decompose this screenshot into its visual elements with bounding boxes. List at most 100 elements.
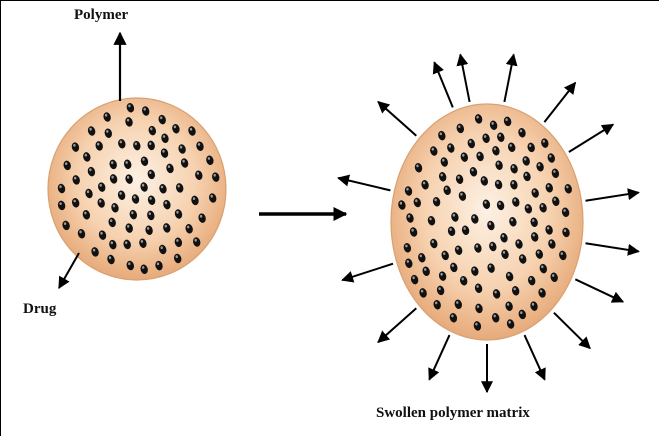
release-arrow-icon — [434, 62, 453, 107]
drug-dot-highlight — [195, 239, 197, 242]
drug-dot-highlight — [180, 146, 182, 149]
drug-dot-highlight — [475, 323, 477, 326]
drug-dot-highlight — [497, 162, 499, 165]
drug-dot-highlight — [524, 158, 526, 161]
drug-dot-highlight — [489, 265, 491, 268]
drug-dot-highlight — [93, 249, 95, 252]
drug-dot-highlight — [449, 228, 451, 231]
drug-dot-highlight — [85, 154, 87, 157]
drug-dot-highlight — [512, 182, 514, 185]
drug-dot-highlight — [193, 197, 195, 200]
release-arrow-icon — [378, 308, 416, 342]
drug-dot-highlight — [521, 256, 523, 259]
drug-dot-highlight — [142, 266, 144, 269]
drug-dot-highlight — [443, 252, 445, 255]
drug-dot-highlight — [445, 187, 447, 190]
drug-dot-highlight — [503, 251, 505, 254]
drug-dot-highlight — [127, 225, 129, 228]
drug-dot-highlight — [460, 193, 462, 196]
drug-dot-highlight — [79, 231, 81, 234]
release-arrow-icon — [342, 264, 393, 280]
drug-dot-highlight — [494, 291, 496, 294]
drug-dot-highlight — [176, 255, 178, 258]
drug-dot-highlight — [120, 141, 122, 144]
drug-dot-highlight — [482, 178, 484, 181]
drug-dot-highlight — [214, 174, 216, 177]
drug-dot-highlight — [494, 148, 496, 151]
drug-dot-highlight — [423, 182, 425, 185]
drug-dot-highlight — [553, 170, 555, 173]
drug-dot-highlight — [160, 116, 162, 119]
drug-dot-highlight — [517, 241, 519, 244]
drug-dot-highlight — [532, 303, 534, 306]
drug-dot-highlight — [471, 169, 473, 172]
drug-dot-highlight — [520, 130, 522, 133]
drug-dot-highlight — [142, 184, 144, 187]
drug-dot-highlight — [453, 214, 455, 217]
drug-dot-highlight — [547, 185, 549, 188]
drug-dot-highlight — [429, 218, 431, 221]
drug-dot-highlight — [111, 176, 113, 179]
drug-dot-highlight — [499, 134, 501, 137]
drug-dot-highlight — [412, 276, 414, 279]
drug-dot-highlight — [561, 252, 563, 255]
drug-dot-highlight — [100, 232, 102, 235]
drug-dot-highlight — [97, 143, 99, 146]
drug-dot-highlight — [208, 157, 210, 160]
drug-dot-highlight — [550, 241, 552, 244]
drug-dot-highlight — [489, 222, 491, 225]
drug-dot-highlight — [99, 200, 101, 203]
drug-dot-highlight — [484, 201, 486, 204]
drug-dot-highlight — [119, 192, 121, 195]
swollen-polymer-matrix-label: Swollen polymer matrix — [376, 405, 530, 422]
polymer-particle-body — [48, 98, 226, 280]
drug-dot-highlight — [407, 260, 409, 263]
drug-dot-highlight — [457, 176, 459, 179]
release-arrow-icon — [504, 55, 513, 102]
drug-dot-highlight — [133, 196, 135, 199]
drug-dot-highlight — [514, 288, 516, 291]
drug-dot-highlight — [532, 219, 534, 222]
drug-dot-highlight — [198, 143, 200, 146]
drug-dot-highlight — [498, 202, 500, 205]
drug-dot-highlight — [469, 140, 471, 143]
drug-dot-highlight — [109, 256, 111, 259]
drug-label: Drug — [23, 301, 56, 318]
polymer-label: Polymer — [74, 7, 128, 24]
drug-dot-highlight — [530, 277, 532, 280]
drug-dot-highlight — [476, 116, 478, 119]
drug-dot-highlight — [540, 290, 542, 293]
drug-dot-highlight — [113, 205, 115, 208]
drug-dot-highlight — [105, 114, 107, 117]
drug-dot-highlight — [451, 315, 453, 318]
drug-dot-highlight — [442, 159, 444, 162]
drug-dot-highlight — [149, 142, 151, 145]
drug-dot-highlight — [149, 171, 151, 174]
drug-dot-highlight — [564, 229, 566, 232]
drug-dot-highlight — [87, 190, 89, 193]
drug-dot-highlight — [543, 140, 545, 143]
drug-dot-highlight — [491, 243, 493, 246]
drug-dot-highlight — [147, 227, 149, 230]
drug-dot-highlight — [440, 273, 442, 276]
drug-dot-highlight — [141, 240, 143, 243]
drug-dot-highlight — [197, 172, 199, 175]
drug-dot-highlight — [533, 190, 535, 193]
drug-dot-highlight — [125, 241, 127, 244]
drug-dot-highlight — [434, 199, 436, 202]
swollen-polymer-particle — [391, 104, 583, 340]
release-arrow-icon — [338, 178, 390, 190]
drug-dot-highlight — [165, 201, 167, 204]
drug-dot-highlight — [157, 262, 159, 265]
drug-dot-highlight — [537, 251, 539, 254]
drug-dot-highlight — [406, 188, 408, 191]
drug-dot-highlight — [176, 211, 178, 214]
drug-dot-highlight — [190, 128, 192, 131]
drug-dot-highlight — [507, 303, 509, 306]
release-arrow-icon — [586, 243, 639, 251]
drug-dot-highlight — [142, 158, 144, 161]
drug-dot-highlight — [111, 241, 113, 244]
release-arrow-icon — [429, 335, 449, 380]
drug-pointer-arrow — [59, 253, 79, 288]
